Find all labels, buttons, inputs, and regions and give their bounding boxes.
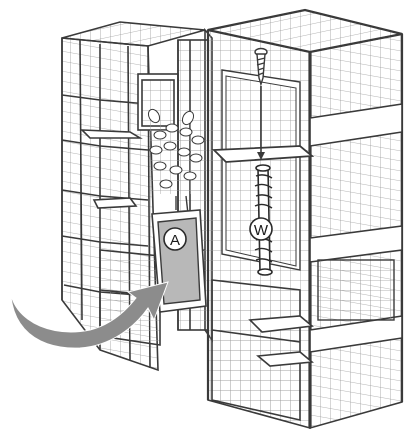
callout-w-label: W [254,222,269,239]
right-cage-tower [200,10,402,428]
callout-w: W [250,218,272,240]
callout-a: A [164,228,186,250]
callout-a-label: A [170,232,180,249]
